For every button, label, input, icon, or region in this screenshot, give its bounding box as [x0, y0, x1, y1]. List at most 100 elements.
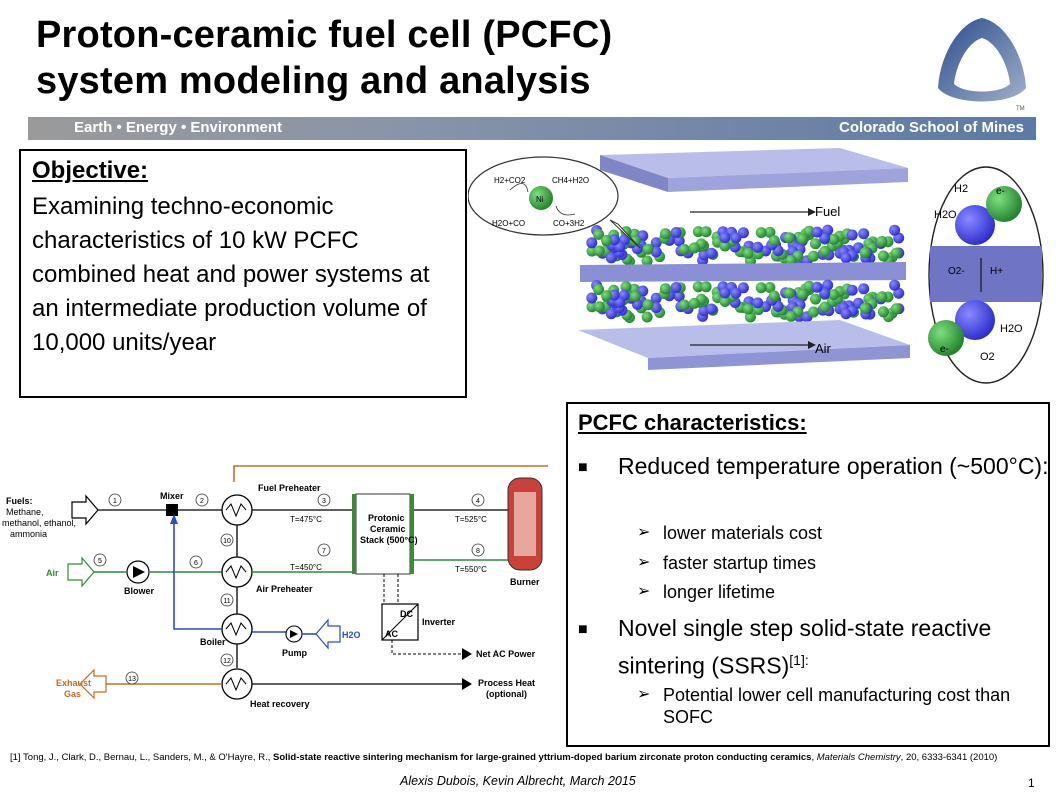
electrode-particle [810, 238, 821, 250]
electrode-particle [650, 237, 662, 249]
steam-line [173, 516, 222, 630]
node-marker-circle [108, 493, 122, 507]
arrow-bullet-icon: ➢ [637, 524, 651, 541]
net-ac-label: Net AC Power [476, 649, 536, 659]
blower-label: Blower [124, 586, 155, 596]
electrode-particle [797, 288, 808, 300]
cathode-plate-top [578, 320, 910, 358]
reaction-arrow-2 [555, 205, 576, 216]
node-marker-circle [471, 493, 485, 507]
water-inlet-arrow [315, 618, 341, 650]
electrode-particle [755, 227, 767, 239]
electrode-particle [593, 245, 605, 257]
sub-bullet-1-text: lower materials cost [663, 523, 823, 543]
fuel-arrowhead [808, 208, 816, 216]
boiler-label: Boiler [200, 637, 226, 647]
node-marker-label: 2 [200, 498, 204, 505]
bullet-2-ref: [1]: [789, 652, 809, 668]
electrode-particle [819, 245, 831, 257]
electrode-particle [811, 226, 823, 238]
sub-bullet-3: ➢ longer lifetime [637, 581, 775, 603]
ni-particle [529, 186, 553, 210]
node-marker-circle [195, 493, 209, 507]
electrode-particle [700, 281, 712, 293]
node-marker-circle [220, 653, 234, 667]
page-title: Proton-ceramic fuel cell (PCFC) system m… [36, 12, 612, 104]
dc-label: DC [400, 609, 413, 619]
electrode-particle [730, 287, 742, 299]
stack-line-2: Ceramic [370, 524, 406, 534]
node-marker-label: 6 [194, 560, 198, 567]
footnote-sep: , [811, 752, 817, 763]
pump-label: Pump [282, 648, 308, 658]
footnote: [1] Tong, J., Clark, D., Bernau, L., San… [10, 752, 1040, 764]
bullet-1-text: Reduced temperature operation (~500°C): [618, 453, 1049, 479]
mixer-label: Mixer [160, 491, 184, 501]
bubble-tail [609, 219, 641, 249]
process-heat-line-2: (optional) [486, 689, 527, 699]
node-marker-label: 3 [322, 498, 326, 505]
electrode-particle [764, 226, 776, 238]
electrode-particle [797, 233, 808, 245]
h2o-bottom-label: H2O [1000, 323, 1023, 335]
electrode-particle [808, 306, 819, 318]
node-marker-circle [93, 553, 107, 567]
electrode-particle [803, 280, 815, 292]
electrode-particle [678, 243, 690, 255]
electrode-particle [889, 224, 901, 236]
electrode-particle [642, 299, 654, 311]
node-marker-label: 7 [322, 548, 326, 555]
objective-heading: Objective: [32, 157, 149, 184]
steam-arrowhead [170, 514, 178, 524]
electrode-particle [641, 255, 653, 267]
fuels-item-2: methanol, ethanol, [2, 518, 76, 528]
particle-layer-top [586, 224, 905, 267]
electrode-particle [819, 232, 831, 244]
anode-plate-front [668, 168, 908, 192]
electrode-particle [706, 247, 717, 259]
node-marker-label: 1 [113, 498, 117, 505]
green-particle-top [986, 186, 1022, 222]
electrode-particle [659, 228, 671, 240]
electrode-particle [890, 247, 902, 259]
air-preheater-label: Air Preheater [256, 584, 313, 594]
electrode-particle [859, 302, 871, 314]
electrode-particle [752, 297, 764, 309]
electrode-particle [601, 235, 613, 246]
node-marker-circle [317, 493, 331, 507]
h2o-label: H2O [342, 630, 361, 640]
air-inlet-label: Air [46, 568, 59, 578]
bullet-2: ■ Novel single step solid-state reactive… [578, 612, 1056, 682]
electrode-particle [605, 308, 617, 320]
banner-bar [28, 117, 1036, 140]
electrode-particle [688, 297, 700, 309]
electrode-particle [819, 287, 831, 299]
electrode-particle [678, 299, 690, 311]
arrow-bullet-icon: ➢ [637, 583, 651, 600]
blower-icon [133, 566, 145, 578]
h2-label: H2 [954, 183, 968, 195]
inverter-label: Inverter [422, 617, 456, 627]
bullet-2-text: Novel single step solid-state reactive s… [618, 615, 992, 679]
arrow-bullet-icon: ➢ [637, 686, 651, 703]
inverter-diagonal [381, 603, 419, 641]
footnote-title: Solid-state reactive sintering mechanism… [273, 752, 812, 763]
electrode-particle [700, 226, 712, 238]
electrode-particle [719, 232, 731, 244]
ion-electrolyte-band [930, 246, 1042, 302]
title-line-2: system modeling and analysis [36, 60, 591, 102]
bullet-square-icon: ■ [578, 459, 588, 476]
electrode-particle [742, 247, 754, 259]
h2o-top-label: H2O [934, 209, 957, 221]
fuel-return-line [233, 465, 548, 482]
node-marker-circle [189, 555, 203, 569]
electrode-particle [605, 252, 617, 264]
t7-label: T=450°C [290, 563, 322, 572]
electrode-particle [877, 250, 889, 262]
fuel-inlet-arrow [71, 494, 99, 526]
electrode-particle [620, 281, 632, 293]
exhaust-arrow [79, 668, 107, 700]
bullet-square-icon: ■ [578, 621, 588, 638]
electrode-particle [846, 229, 858, 241]
